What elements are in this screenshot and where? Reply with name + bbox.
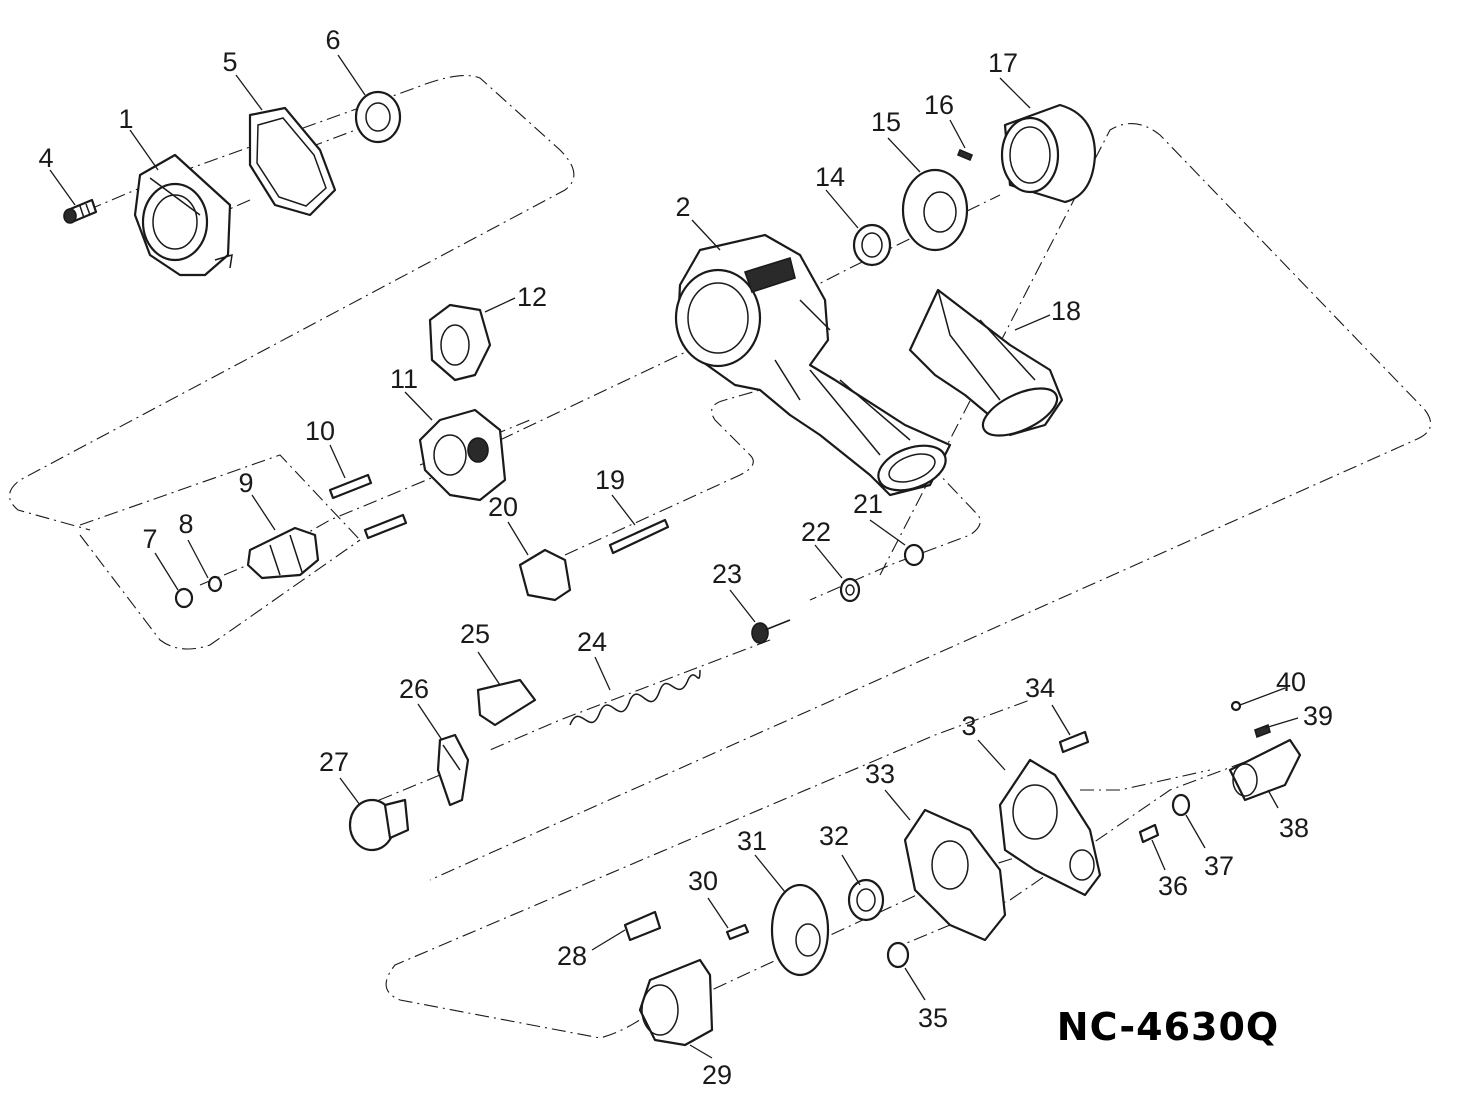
callout-6: 6 [325,25,340,55]
part-23-valve [751,619,791,644]
callout-31: 31 [737,826,767,856]
callout-34: 34 [1025,673,1055,703]
callout-17: 17 [988,48,1018,78]
part-2-housing [674,233,952,497]
callout-33: 33 [865,759,895,789]
part-36-screw [1138,823,1160,844]
callout-26: 26 [399,674,429,704]
callout-18: 18 [1051,296,1081,326]
callout-2: 2 [675,192,690,222]
callout-12: 12 [517,282,547,312]
part-38-regulator [1228,738,1302,802]
callout-labels: 1 2 3 4 5 6 7 8 9 10 11 12 14 15 16 17 1… [38,25,1333,1090]
part-18-grip [908,288,1064,437]
part-16-pin [956,148,974,162]
callout-36: 36 [1158,871,1188,901]
part-29-rotor [638,958,714,1047]
part-33-gasket [903,808,1007,942]
part-6-bushing [354,90,402,144]
callout-40: 40 [1276,667,1306,697]
callout-30: 30 [688,866,718,896]
part-31-end-plate [770,883,830,977]
callout-28: 28 [557,941,587,971]
part-1-front-cover [133,153,233,277]
callout-32: 32 [819,821,849,851]
callout-37: 37 [1204,851,1234,881]
part-11-hammer-frame [418,408,507,502]
part-30-pin [725,923,750,941]
part-19-valve-stem [608,518,670,555]
part-5-gasket [248,106,337,217]
callout-19: 19 [595,465,625,495]
part-15-bearing-plate [901,168,969,252]
callout-38: 38 [1279,813,1309,843]
part-8-o-ring [207,575,223,593]
callout-25: 25 [460,619,490,649]
part-12-ring [428,303,492,382]
part-17-rear-sleeve [1000,103,1097,204]
callout-39: 39 [1303,701,1333,731]
callout-23: 23 [712,559,742,589]
part-34-screw [1058,730,1090,754]
callout-7: 7 [142,524,157,554]
model-number: NC-4630Q [1057,1005,1279,1049]
part-24-spring [569,669,701,726]
callout-21: 21 [853,489,883,519]
callout-3: 3 [961,711,976,741]
callout-10: 10 [305,416,335,446]
part-37-o-ring [1171,793,1191,817]
part-4-bolt [63,198,98,224]
callout-11: 11 [390,364,418,394]
part-22-bushing [839,577,861,603]
callout-14: 14 [815,162,845,192]
part-9-anvil [246,526,320,580]
part-35-snap-ring [886,941,910,969]
part-7-retaining-ring [174,587,194,609]
callout-27: 27 [319,747,349,777]
callout-20: 20 [488,492,518,522]
part-26-deflector [436,733,470,807]
part-25-block [476,678,537,727]
part-21-o-ring [903,543,925,567]
callout-35: 35 [918,1003,948,1033]
callout-16: 16 [924,90,954,120]
part-10-pins [328,473,408,540]
leader-lines [49,54,1299,1059]
part-20-trigger [518,548,572,602]
part-27-inlet [348,798,410,852]
part-14-seal [852,223,892,267]
callout-4: 4 [38,143,53,173]
callout-1: 1 [118,104,133,134]
callout-9: 9 [238,468,253,498]
part-40-ball [1230,700,1242,712]
part-3-rear-housing [998,758,1102,897]
callout-22: 22 [801,517,831,547]
callout-15: 15 [871,107,901,137]
callout-5: 5 [222,47,237,77]
part-32-bearing [847,878,885,922]
part-28-vane [623,910,662,942]
callout-24: 24 [577,627,607,657]
callout-29: 29 [702,1060,732,1090]
callout-8: 8 [178,509,193,539]
